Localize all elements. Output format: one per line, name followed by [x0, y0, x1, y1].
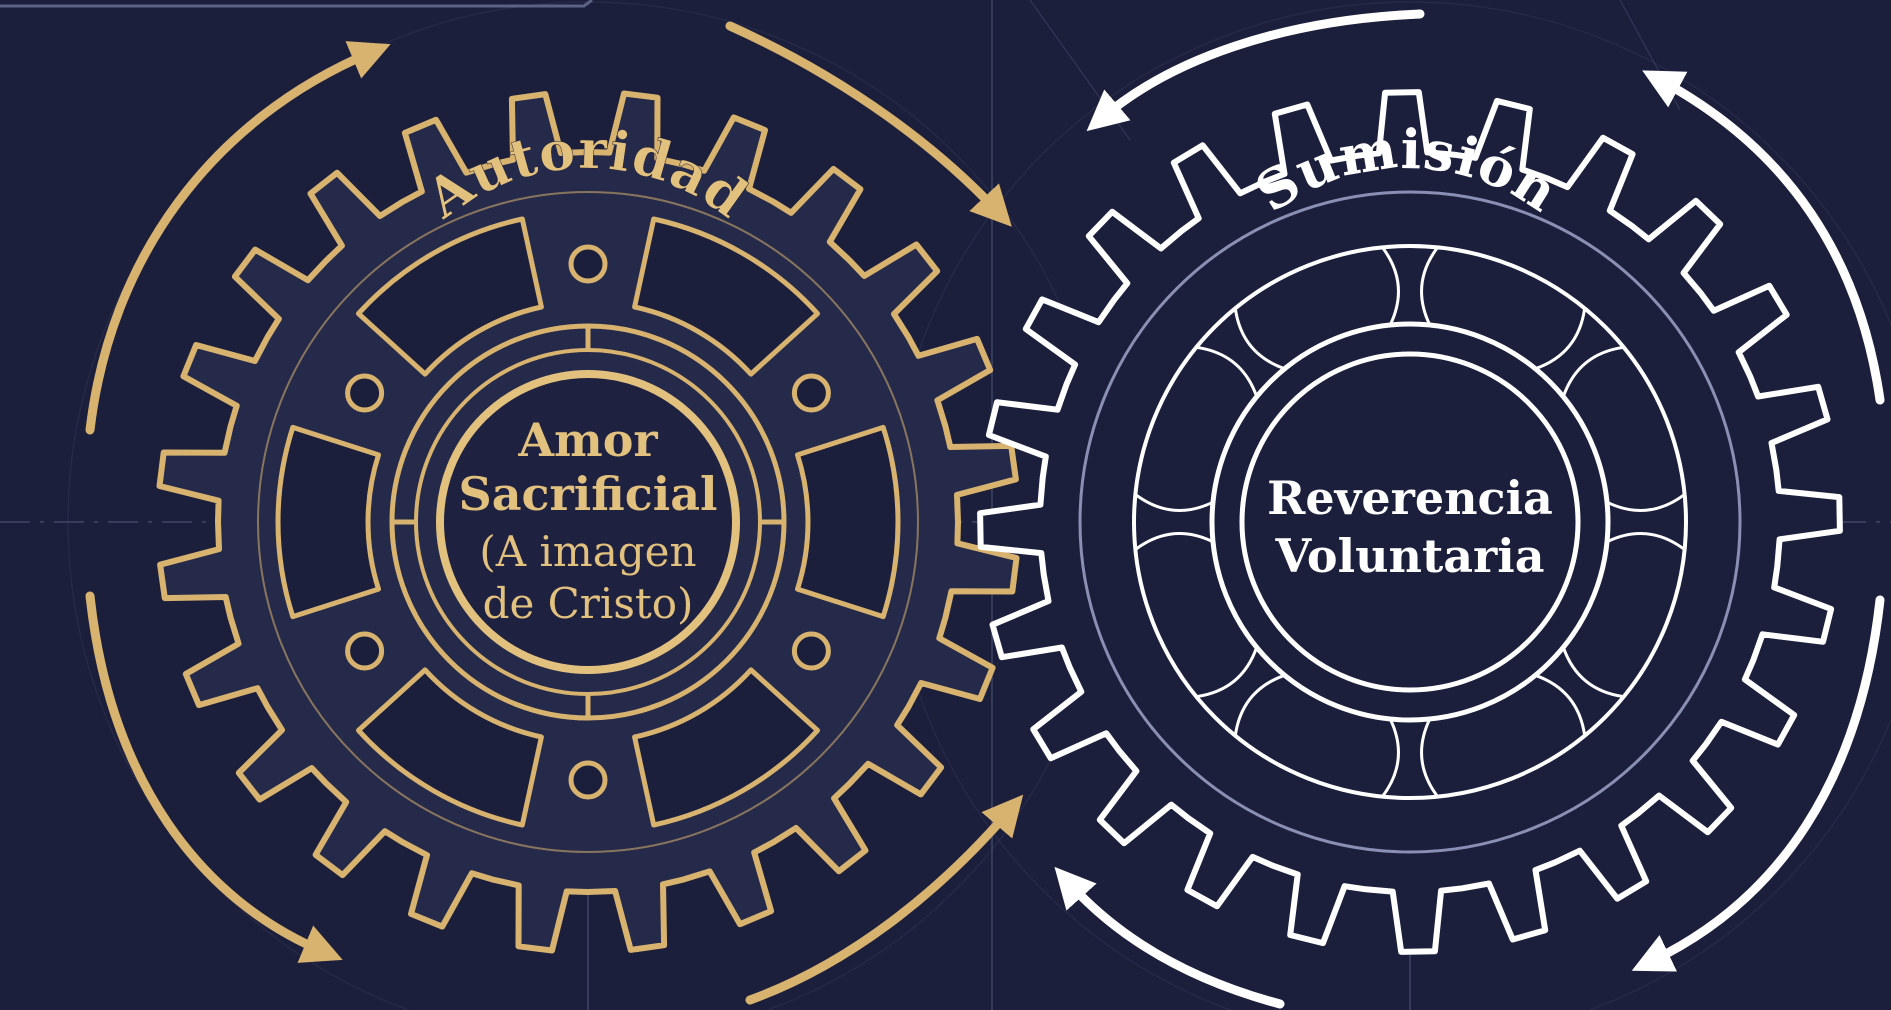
center-text-line4: de Cristo): [483, 579, 694, 628]
curved-spoke: [1381, 246, 1439, 326]
center-text-line2: Voluntaria: [1274, 529, 1544, 583]
gear-window: [275, 424, 381, 620]
curved-spokes: [1134, 246, 1686, 798]
sumision-gear: Sumisión Reverencia Voluntaria: [977, 89, 1843, 955]
bolt-hole: [568, 760, 608, 800]
rotation-arrows-left: [85, 21, 1024, 1005]
gear-window: [632, 216, 820, 377]
curved-spoke: [1534, 308, 1624, 398]
gear-window: [356, 667, 544, 828]
gear-window: [356, 216, 544, 377]
construction-line: [1029, 0, 1131, 141]
gear-inner-ring: [257, 191, 919, 853]
bolt-hole: [568, 244, 608, 284]
header-panel-edge: [0, 0, 593, 8]
gear-bolt-holes: [345, 244, 831, 800]
bolt-hole: [345, 631, 385, 671]
curved-spoke: [1196, 646, 1286, 736]
bolt-hole: [345, 373, 385, 413]
gear-inner-ring: [1078, 190, 1742, 854]
curved-arrow-icon: [1054, 866, 1285, 1009]
curved-spoke: [1134, 493, 1214, 551]
curved-arrow-icon: [745, 794, 1024, 1005]
gear-window: [795, 424, 901, 620]
curved-arrow-icon: [1631, 595, 1885, 972]
curved-spoke: [1381, 718, 1439, 798]
center-text-line1: Reverencia: [1267, 471, 1553, 525]
center-text-line2: Sacrificial: [459, 467, 718, 521]
center-text-line3: (A imagen: [479, 527, 696, 576]
bolt-hole: [791, 373, 831, 413]
curved-spoke: [1606, 493, 1686, 551]
autoridad-gear: Autoridad Amor Sacrificial (A imagen de …: [156, 90, 1020, 954]
bolt-hole: [791, 631, 831, 671]
curved-arrow-icon: [85, 591, 343, 963]
curved-arrow-icon: [725, 21, 1012, 227]
curved-spoke: [1196, 308, 1286, 398]
spoke-outer-ring: [1132, 244, 1688, 800]
curved-arrow-icon: [1642, 70, 1885, 405]
center-text-line1: Amor: [517, 413, 658, 467]
curved-spoke: [1534, 646, 1624, 736]
gear-window: [632, 667, 820, 828]
hub-outer-ring: [1209, 321, 1611, 723]
rotation-arrows-right: [1054, 9, 1885, 1009]
hub-inner-ring: [1239, 351, 1581, 693]
hub-inner-ring: [436, 370, 740, 674]
curved-arrow-icon: [85, 41, 391, 435]
construction-line: [1619, 0, 1681, 111]
curved-arrow-icon: [1086, 9, 1425, 132]
gear-window-cutouts: [275, 216, 901, 828]
